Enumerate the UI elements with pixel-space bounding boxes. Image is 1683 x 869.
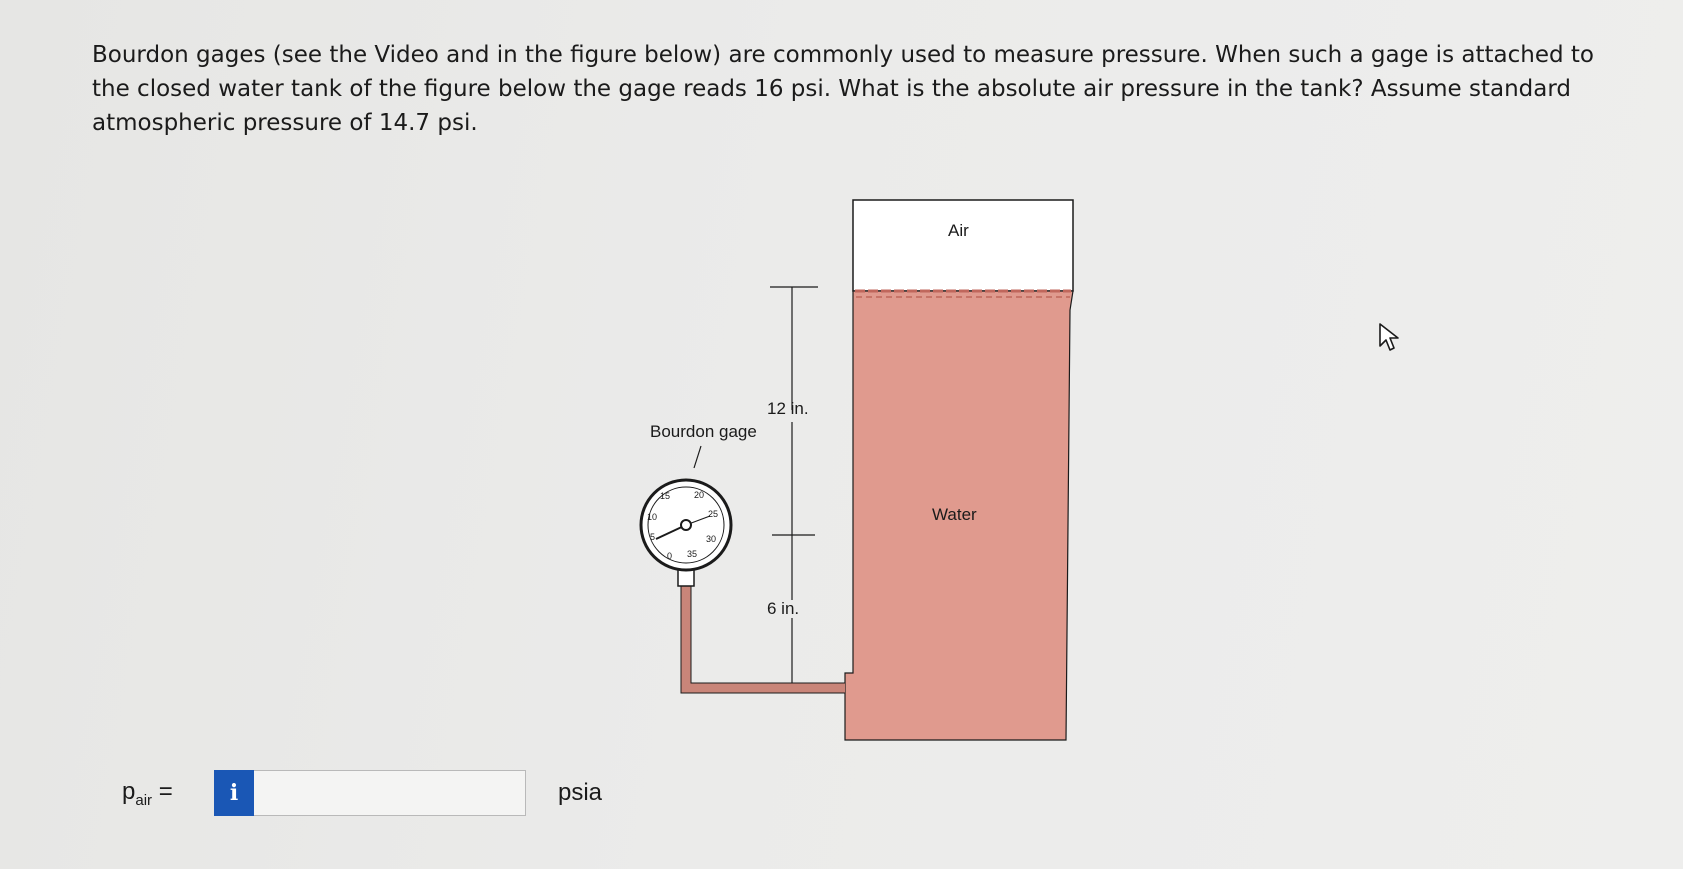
dial-number-10: 10 <box>647 512 657 522</box>
air-label: Air <box>948 221 969 240</box>
video-link[interactable]: Video <box>374 42 439 68</box>
p-air-input[interactable] <box>254 770 526 816</box>
water-region <box>844 290 1074 741</box>
p-air-label: pair = <box>122 778 214 809</box>
answer-row: pair = i psia <box>122 768 602 818</box>
dial-number-25: 25 <box>708 509 718 519</box>
gage-pipe-outline <box>680 585 845 694</box>
equals-sign: = <box>158 777 173 805</box>
dimension-6-in: 6 in. <box>767 599 799 618</box>
dial-number-35: 35 <box>687 549 697 559</box>
p-air-variable: p <box>122 777 136 805</box>
gage-label: Bourdon gage <box>650 422 757 441</box>
dial-number-30: 30 <box>706 534 716 544</box>
dial-number-20: 20 <box>694 490 704 500</box>
water-label: Water <box>932 505 977 524</box>
question-text-start: Bourdon gages (see the <box>92 42 375 68</box>
air-region <box>852 199 1074 292</box>
tank-figure: Air Water 12 in. 6 in. Bourdon gage 0 5 … <box>620 190 1080 750</box>
gage-dial-numbers: 0 5 10 15 20 25 30 35 <box>647 490 718 561</box>
gage-hub <box>680 519 692 531</box>
p-air-subscript: air <box>135 791 153 809</box>
tank-diagram: Air Water 12 in. 6 in. Bourdon gage 0 5 … <box>639 199 1074 741</box>
dial-number-0: 0 <box>667 551 672 561</box>
unit-label: psia <box>558 779 603 806</box>
dimension-12-in: 12 in. <box>767 399 809 418</box>
dial-number-15: 15 <box>660 491 670 501</box>
question-text: Bourdon gages (see the Video and in the … <box>92 38 1612 140</box>
arrow-pointer-icon <box>1379 323 1399 351</box>
question-text-end: and in the figure below) are commonly us… <box>92 42 1594 136</box>
gage-pipe <box>681 585 845 693</box>
gage-label-pointer <box>693 445 702 469</box>
gage-dial-inner <box>647 486 725 564</box>
dial-number-5: 5 <box>650 532 655 542</box>
info-icon[interactable]: i <box>214 770 254 816</box>
